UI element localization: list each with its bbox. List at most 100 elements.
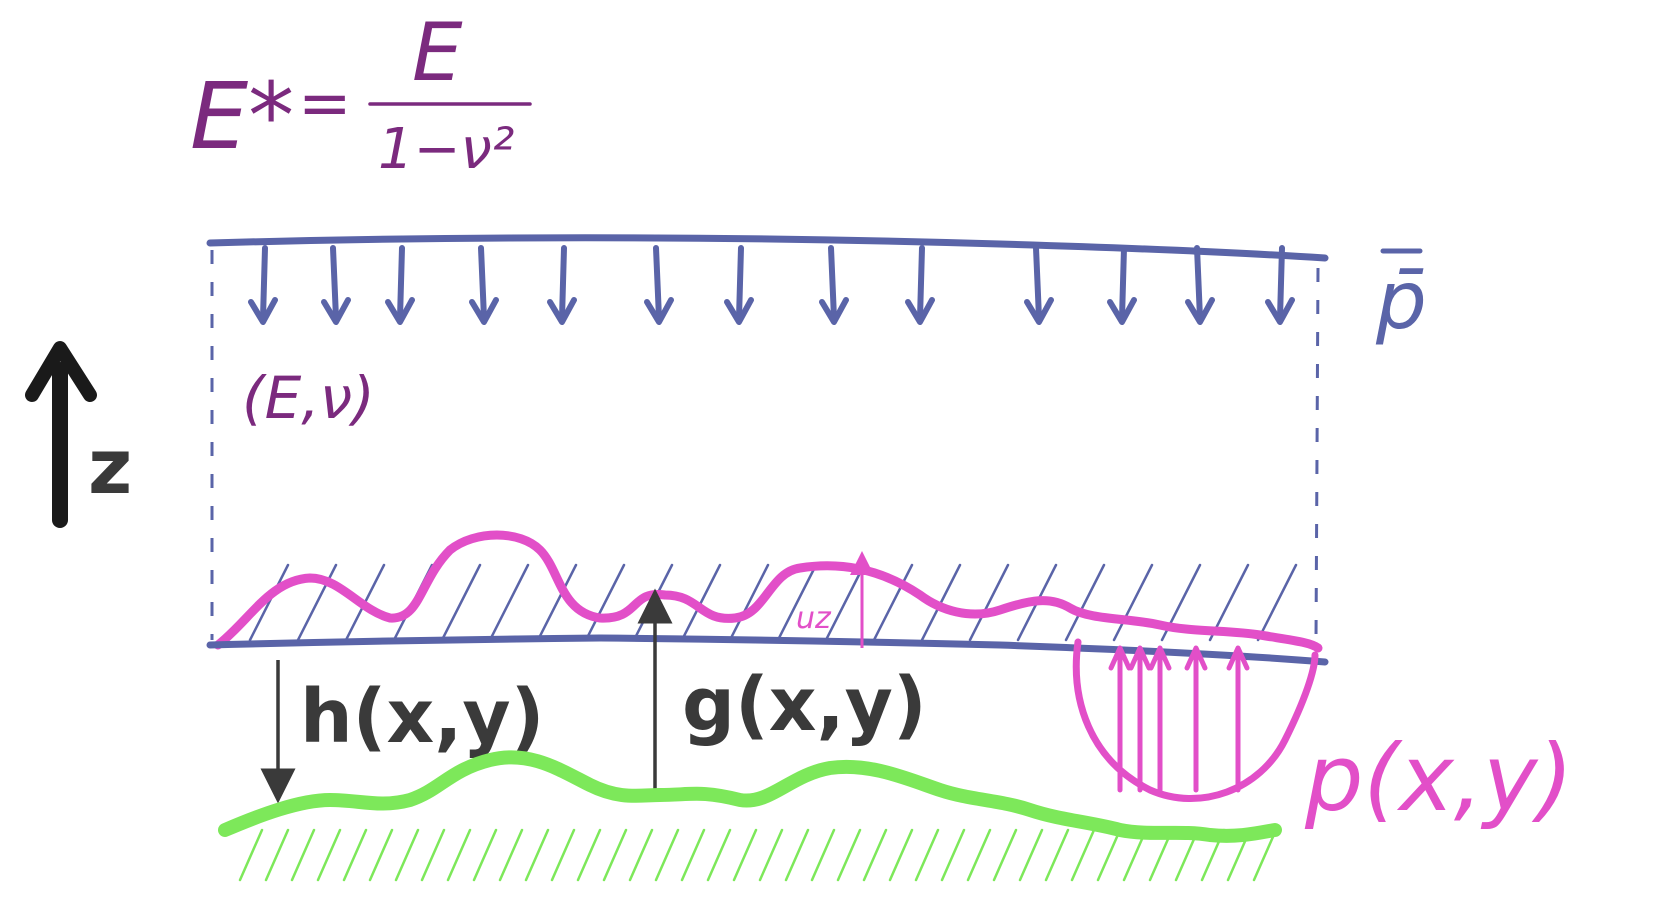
down-arrow-icon bbox=[905, 245, 935, 325]
pressure-arrows bbox=[1108, 645, 1250, 793]
up-arrow-icon bbox=[1108, 645, 1132, 793]
equation-denominator: 1−ν² bbox=[378, 117, 514, 182]
elastic-body-hatching bbox=[248, 563, 1298, 642]
hatch-line bbox=[488, 563, 530, 642]
hatch-line bbox=[1018, 828, 1044, 882]
deformed-surface bbox=[213, 530, 1323, 653]
hatch-line bbox=[628, 828, 654, 882]
hatch-line bbox=[680, 828, 706, 882]
hatch-line bbox=[264, 828, 290, 882]
gap-h-indicator: h(x,y) bbox=[260, 660, 544, 804]
hatch-line bbox=[1070, 828, 1096, 882]
hatch-line bbox=[1174, 828, 1200, 882]
z-axis: z bbox=[25, 341, 132, 528]
hatch-line bbox=[1256, 563, 1298, 642]
down-arrow-icon bbox=[1107, 245, 1137, 325]
hatch-line bbox=[728, 563, 770, 642]
hatch-line bbox=[776, 563, 818, 642]
elastic-body-top-boundary bbox=[206, 234, 1329, 262]
hatch-line bbox=[968, 563, 1010, 642]
mean-pressure-label-group: p̄ bbox=[1375, 248, 1427, 347]
hatch-line bbox=[872, 563, 914, 642]
hatch-line bbox=[1122, 828, 1148, 882]
hatch-line bbox=[836, 828, 862, 882]
hatch-line bbox=[498, 828, 524, 882]
up-arrow-icon bbox=[1148, 645, 1172, 793]
hatch-line bbox=[940, 828, 966, 882]
down-arrow-icon bbox=[547, 245, 577, 325]
down-arrow-icon bbox=[248, 245, 278, 325]
hatch-line bbox=[680, 563, 722, 642]
hatch-line bbox=[914, 828, 940, 882]
rigid-surface bbox=[218, 750, 1282, 843]
hatch-line bbox=[758, 828, 784, 882]
up-arrow-icon bbox=[1128, 645, 1152, 793]
equation-lhs: E* bbox=[190, 63, 294, 170]
z-axis-label: z bbox=[88, 422, 132, 511]
down-arrow-icon bbox=[819, 245, 849, 325]
down-arrow-icon bbox=[1024, 245, 1054, 325]
material-label: (E,ν) bbox=[242, 364, 375, 432]
hatch-line bbox=[966, 828, 992, 882]
hatch-line bbox=[602, 828, 628, 882]
gap-g-label: g(x,y) bbox=[682, 662, 927, 748]
hatch-line bbox=[888, 828, 914, 882]
hatch-line bbox=[1112, 563, 1154, 642]
down-arrow-icon bbox=[321, 245, 351, 325]
displacement-indicator: uz bbox=[796, 551, 874, 648]
gap-g-indicator: g(x,y) bbox=[637, 588, 927, 792]
hatch-line bbox=[1252, 828, 1278, 882]
hatch-line bbox=[810, 828, 836, 882]
pressure-field-label: p(x,y) bbox=[1304, 725, 1573, 832]
down-arrow-icon bbox=[469, 245, 499, 325]
equation-equals: = bbox=[298, 67, 352, 141]
hatch-line bbox=[862, 828, 888, 882]
up-arrow-icon bbox=[25, 341, 97, 402]
hatch-line bbox=[248, 563, 290, 642]
hatch-line bbox=[824, 563, 866, 642]
hatch-line bbox=[784, 828, 810, 882]
hatch-line bbox=[654, 828, 680, 882]
down-arrow-icon bbox=[724, 245, 754, 325]
hatch-line bbox=[440, 563, 482, 642]
elastic-body-bottom-boundary bbox=[206, 634, 1329, 666]
hatch-line bbox=[238, 828, 264, 882]
displacement-label: uz bbox=[796, 601, 832, 636]
hatch-line bbox=[472, 828, 498, 882]
pressure-envelope bbox=[1072, 638, 1319, 802]
hatch-line bbox=[342, 828, 368, 882]
hatch-line bbox=[536, 563, 578, 642]
hatch-line bbox=[732, 828, 758, 882]
mean-pressure-label: p̄ bbox=[1375, 254, 1427, 347]
hatch-line bbox=[1064, 563, 1106, 642]
down-arrow-icon bbox=[1185, 245, 1215, 325]
up-arrow-icon bbox=[1226, 645, 1250, 793]
hatch-line bbox=[1044, 828, 1070, 882]
hatch-line bbox=[290, 828, 316, 882]
hatch-line bbox=[446, 828, 472, 882]
hatch-line bbox=[1096, 828, 1122, 882]
hatch-line bbox=[420, 828, 446, 882]
hatch-line bbox=[550, 828, 576, 882]
hatch-line bbox=[368, 828, 394, 882]
hatch-line bbox=[524, 828, 550, 882]
hatch-line bbox=[316, 828, 342, 882]
pressure-distribution: p(x,y) bbox=[1072, 638, 1573, 832]
hatch-line bbox=[1148, 828, 1174, 882]
down-arrow-icon bbox=[385, 245, 415, 325]
down-arrow-icon bbox=[644, 245, 674, 325]
hatch-line bbox=[1226, 828, 1252, 882]
down-arrow-icon bbox=[1265, 245, 1295, 325]
equation-numerator: E bbox=[412, 6, 463, 99]
hatch-line bbox=[1200, 828, 1226, 882]
modulus-equation: E* = E 1−ν² bbox=[190, 6, 532, 182]
hatch-line bbox=[706, 828, 732, 882]
hatch-line bbox=[584, 563, 626, 642]
load-arrows bbox=[248, 245, 1295, 325]
gap-h-label: h(x,y) bbox=[300, 674, 544, 760]
hatch-line bbox=[992, 828, 1018, 882]
hatch-line bbox=[576, 828, 602, 882]
up-arrow-icon bbox=[1184, 645, 1208, 793]
